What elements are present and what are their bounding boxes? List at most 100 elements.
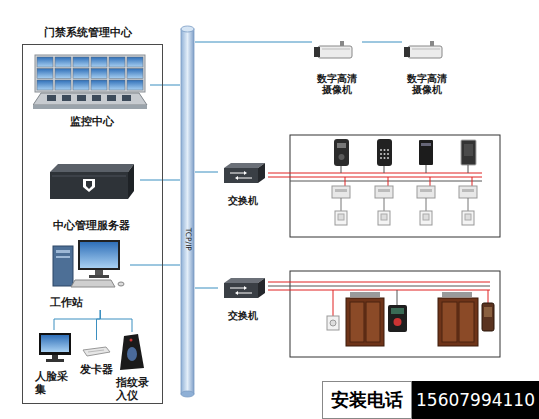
graphic-part	[420, 211, 432, 225]
node-label: 监控中心	[33, 116, 150, 129]
management-server: 中心管理服务器	[42, 160, 140, 234]
graphic-part	[224, 278, 265, 283]
graphic-part	[397, 290, 398, 305]
graphic-part	[83, 347, 110, 356]
graphic-part	[107, 95, 116, 101]
graphic-part	[388, 177, 389, 186]
graphic-part	[442, 302, 457, 342]
graphic-part	[52, 355, 58, 359]
graphic-part	[384, 153, 386, 155]
graphic-part	[484, 307, 492, 317]
graphic-part	[442, 292, 472, 297]
graphic-part	[482, 303, 494, 331]
graphic-part	[181, 391, 194, 397]
graphic-part	[73, 57, 89, 67]
graphic-part	[224, 283, 258, 298]
graphic-part	[42, 160, 140, 205]
graphic-part	[419, 140, 433, 165]
graphic-part	[322, 49, 350, 50]
network-link	[150, 85, 180, 86]
graphic-part	[404, 47, 410, 57]
graphic-part	[91, 57, 107, 67]
network-switch: 交换机	[218, 160, 268, 210]
graphic-part	[394, 318, 402, 326]
graphic-part	[472, 177, 473, 186]
graphic-part	[238, 293, 252, 294]
node-label: TCP/IP	[183, 219, 192, 259]
graphic-part	[118, 282, 124, 286]
graphic-part	[92, 95, 101, 101]
network-link	[195, 42, 312, 43]
graphic-part	[391, 308, 404, 314]
card-issuer: 发卡器	[78, 340, 115, 380]
graphic-part	[89, 275, 109, 278]
graphic-part	[468, 198, 469, 211]
fingerprint-enroller: 指纹录入仪	[114, 332, 150, 402]
graphic-part	[387, 157, 389, 159]
graphic-part	[268, 173, 482, 174]
graphic-part	[77, 95, 86, 101]
graphic-part	[235, 291, 238, 295]
graphic-part	[438, 298, 478, 346]
graphic-part	[95, 270, 103, 275]
graphic-part	[290, 181, 482, 182]
graphic-part	[45, 238, 130, 293]
graphic-part	[33, 105, 147, 109]
graphic-part	[127, 69, 143, 79]
graphic-part	[332, 186, 350, 198]
graphic-part	[55, 57, 71, 67]
graphic-part	[488, 290, 489, 303]
graphic-part	[32, 330, 76, 366]
graphic-part	[127, 347, 137, 361]
graphic-part	[224, 163, 265, 168]
graphic-part	[127, 57, 143, 67]
network-link	[130, 265, 180, 266]
graphic-part	[334, 139, 349, 166]
graphic-part	[380, 149, 382, 151]
graphic-part	[346, 298, 384, 346]
graphic-part	[384, 166, 385, 173]
graphic-part	[268, 286, 490, 287]
graphic-part	[381, 214, 387, 220]
node-label: 指纹录入仪	[116, 377, 150, 402]
workstation: 工作站	[45, 238, 130, 310]
graphic-part	[127, 80, 143, 90]
graphic-part	[333, 290, 334, 316]
graphic-part	[258, 278, 265, 298]
graphic-part	[430, 177, 431, 186]
graphic-part	[426, 165, 427, 173]
graphic-part	[55, 80, 71, 90]
graphic-part	[377, 139, 392, 166]
network-link	[195, 172, 218, 173]
graphic-part	[341, 166, 342, 173]
graphic-part	[86, 181, 92, 189]
hd-camera: 数字高清摄像机	[312, 38, 362, 104]
graphic-part	[109, 57, 125, 67]
graphic-part	[130, 339, 133, 342]
graphic-part	[53, 246, 73, 286]
graphic-part	[464, 144, 473, 156]
graphic-part	[181, 26, 194, 32]
system-center-panel: 门禁系统管理中心监控中心中心管理服务器工作站人脸采集发卡器指纹录入仪	[22, 24, 163, 404]
face-capture: 人脸采集	[32, 330, 76, 400]
graphic-part	[46, 359, 64, 362]
graphic-part	[459, 186, 477, 198]
graphic-part	[109, 69, 125, 79]
network-link	[97, 310, 101, 340]
graphic-part	[327, 316, 339, 330]
graphic-part	[268, 282, 490, 283]
graphic-part	[91, 69, 107, 79]
graphic-part	[375, 186, 393, 198]
graphic-part	[73, 80, 89, 90]
graphic-part	[230, 173, 244, 174]
graphic-part	[244, 286, 247, 290]
node-label: 中心管理服务器	[42, 220, 140, 233]
graphic-part	[335, 189, 347, 192]
graphic-part	[384, 149, 386, 151]
graphic-part	[423, 214, 429, 220]
graphic-part	[55, 69, 71, 79]
graphic-part	[330, 320, 336, 326]
graphic-part	[468, 165, 469, 173]
graphic-part	[230, 288, 244, 289]
hd-camera: 数字高清摄像机	[402, 38, 452, 104]
